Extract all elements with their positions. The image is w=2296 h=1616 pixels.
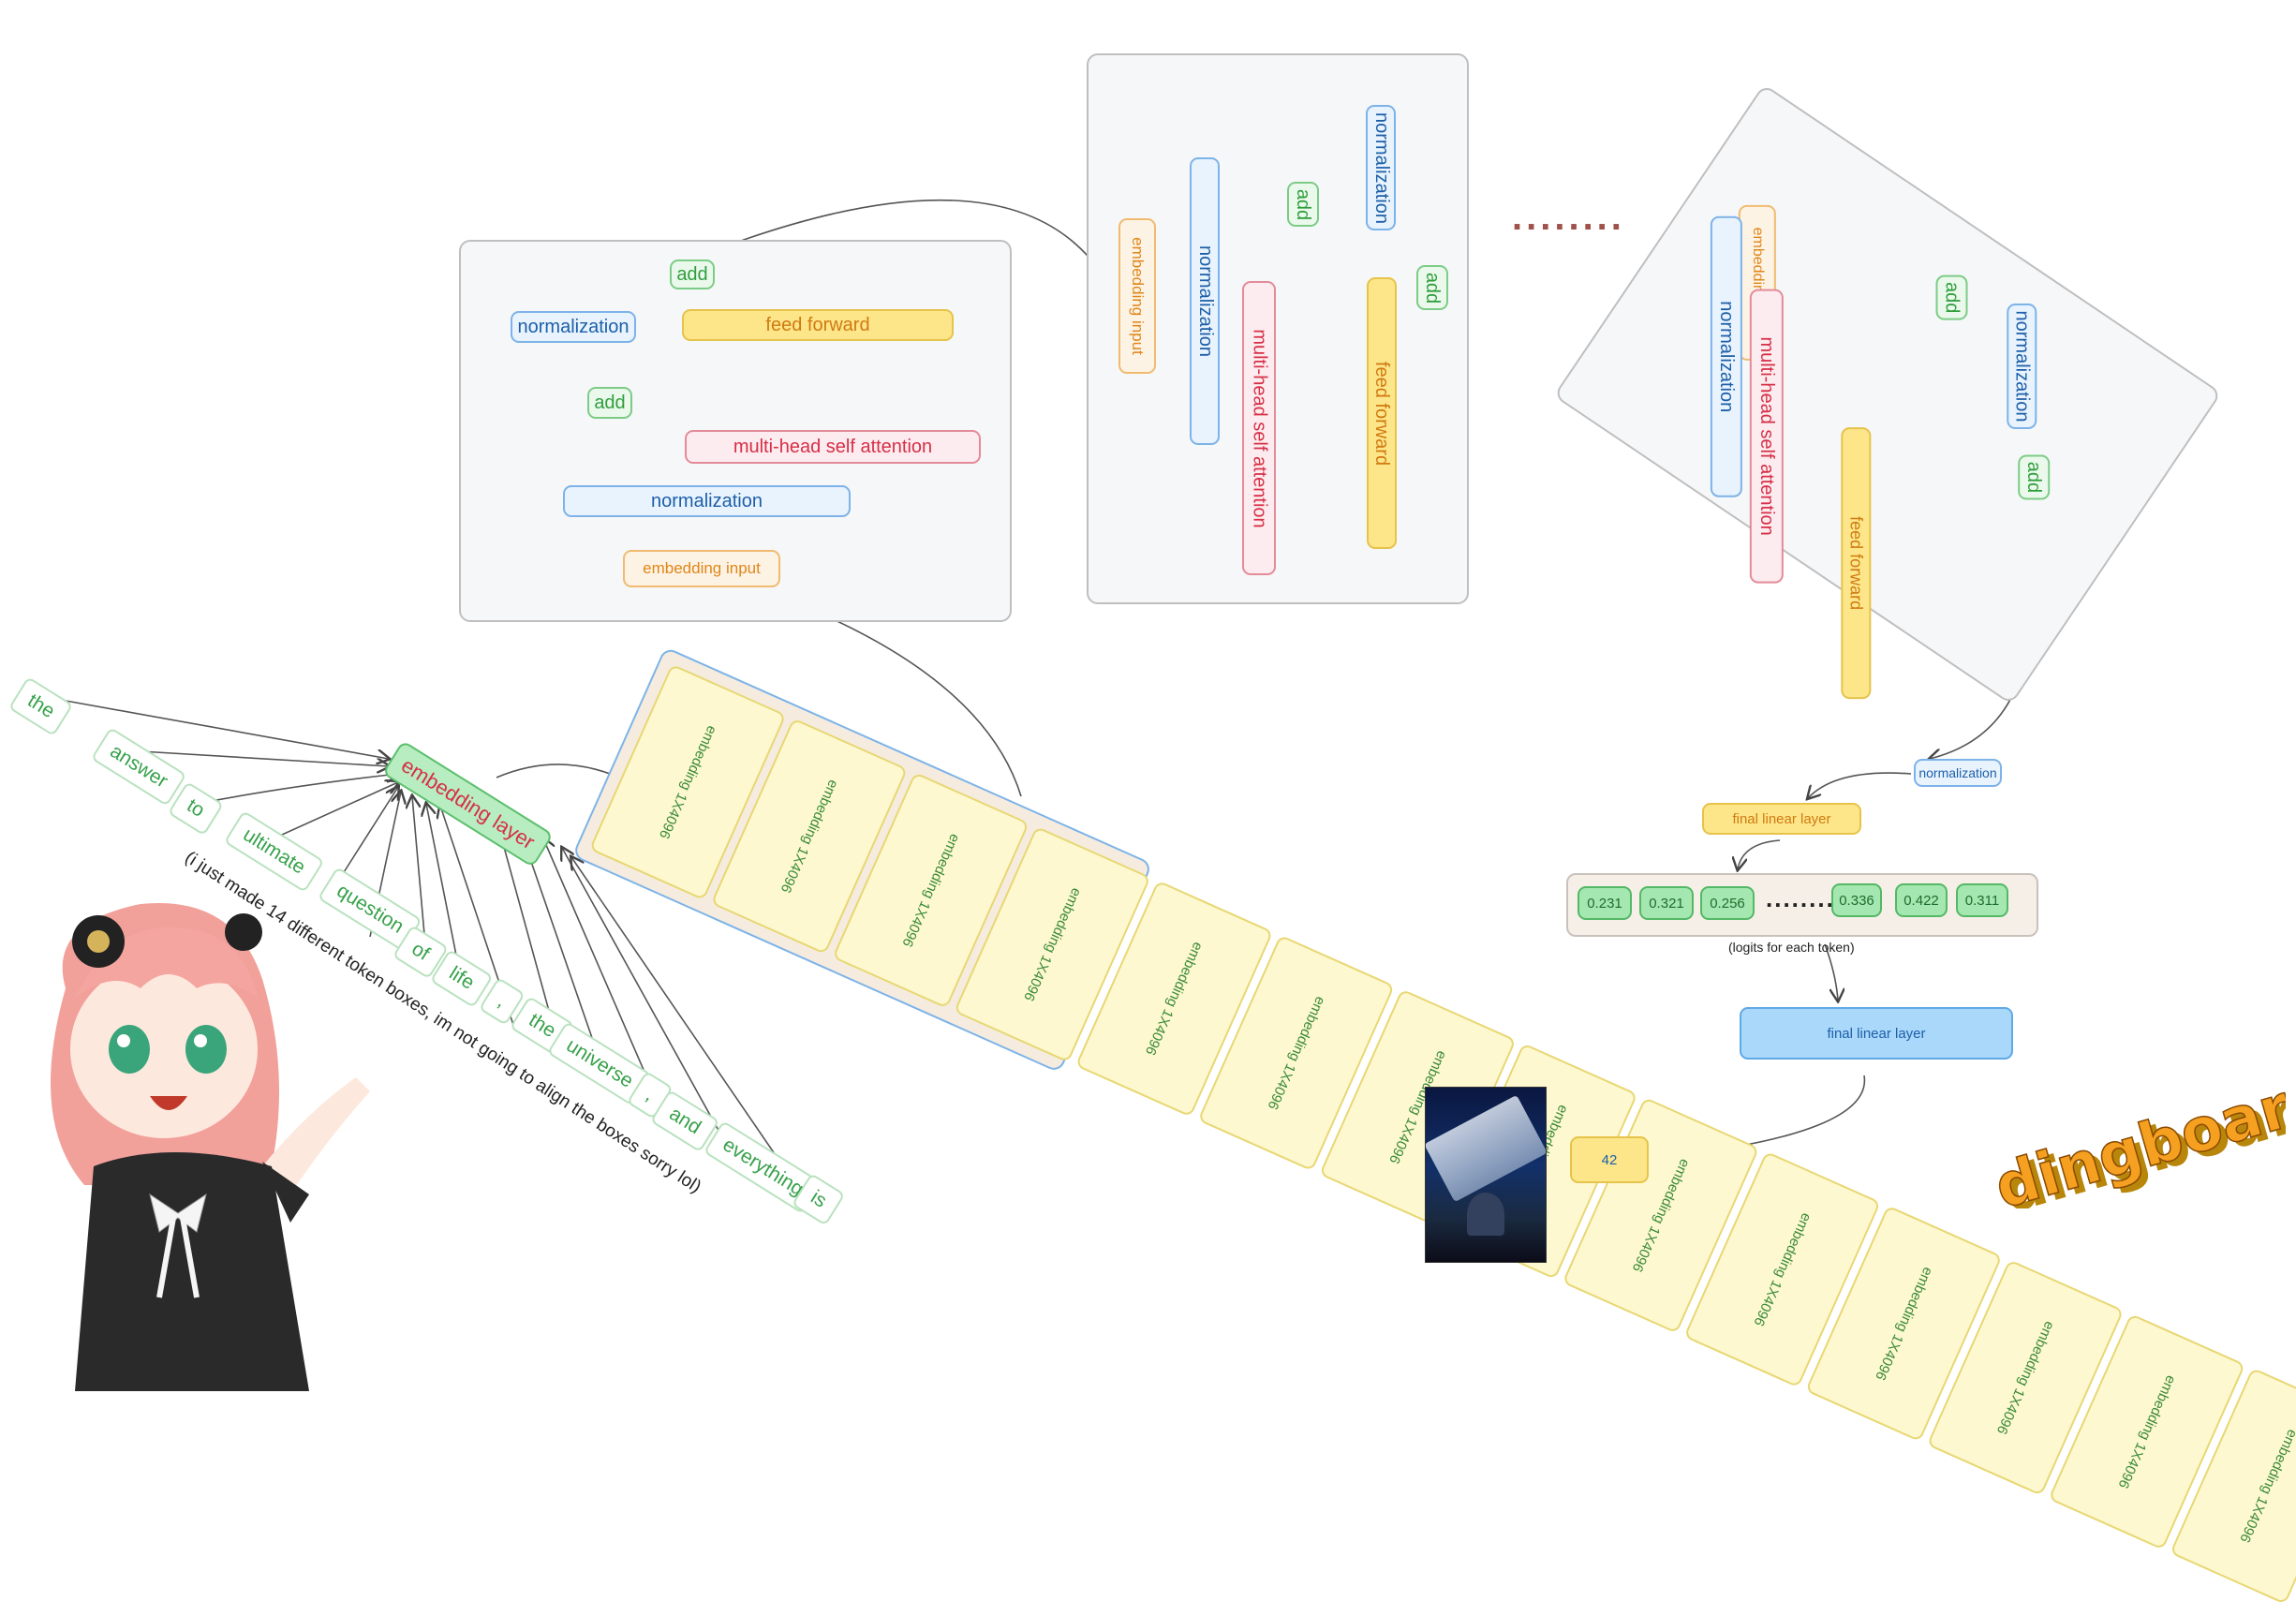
answer-box: 42 (1570, 1136, 1649, 1183)
block1-attention: multi-head self attention (685, 430, 981, 464)
block2-embedding-input: embedding input (1118, 218, 1156, 374)
final-linear-layer-2: final linear layer (1740, 1007, 2013, 1060)
block3-normalization-left: normalization (1710, 215, 1742, 497)
logit-value: 0.422 (1895, 883, 1948, 917)
block3-feed-forward: feed forward (1841, 427, 1872, 700)
block1-normalization-top: normalization (511, 311, 636, 343)
block3-normalization-right: normalization (2007, 303, 2037, 429)
block2-feed-forward: feed forward (1367, 277, 1397, 549)
block1-add-mid: add (587, 387, 632, 419)
logit-value: 0.311 (1956, 883, 2008, 917)
block3-add-top: add (1935, 274, 1968, 320)
final-normalization: normalization (1914, 759, 2002, 787)
block1-add-top: add (670, 259, 715, 289)
logit-value: 0.231 (1578, 886, 1632, 920)
block2-add-right: add (1416, 265, 1448, 310)
block1-feed-forward: feed forward (682, 309, 954, 341)
ellipsis-more-blocks: ........ (1512, 197, 1625, 238)
logits-ellipsis: ........ (1766, 884, 1835, 912)
block2-normalization-left: normalization (1190, 157, 1220, 445)
anime-character-illustration (51, 903, 370, 1391)
block2-attention: multi-head self attention (1242, 281, 1276, 575)
logits-caption: (logits for each token) (1728, 940, 1855, 955)
poster-title-art (1426, 1094, 1546, 1203)
logit-value: 0.336 (1831, 883, 1882, 917)
block1-embedding-input: embedding input (623, 550, 780, 587)
dingboard-logo: dingboard! dingboard! (1987, 1077, 2286, 1208)
block1-normalization-bottom: normalization (563, 485, 851, 517)
final-linear-layer-1: final linear layer (1702, 803, 1861, 835)
block2-normalization-right: normalization (1366, 105, 1396, 230)
movie-poster (1425, 1087, 1547, 1263)
block3-add-bottom: add (2018, 454, 2051, 500)
logit-value: 0.321 (1639, 886, 1694, 920)
logit-value: 0.256 (1700, 886, 1755, 920)
block2-add-left: add (1287, 182, 1319, 227)
poster-figure (1467, 1193, 1504, 1236)
block3-attention: multi-head self attention (1749, 289, 1784, 584)
